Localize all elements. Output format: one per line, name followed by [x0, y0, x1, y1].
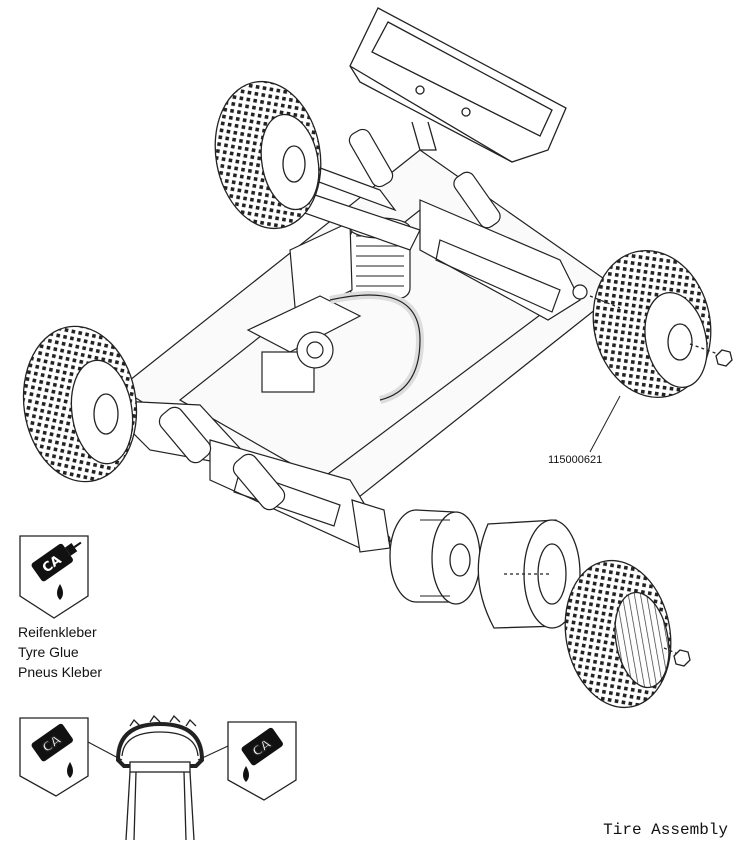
rear-right-wheel — [589, 249, 733, 453]
exploded-tire — [387, 509, 691, 709]
glue-label-de: Reifenkleber — [18, 624, 97, 640]
front-suspension — [98, 399, 391, 553]
tire-cross-section: CA CA — [19, 714, 297, 841]
wheel-nut — [715, 349, 733, 367]
ca-glue-bottle-icon: CA — [31, 541, 82, 582]
part-number-leader — [589, 395, 621, 453]
part-number-label: 115000621 — [548, 454, 603, 466]
glue-label-fr: Pneus Kleber — [18, 664, 103, 680]
glue-labels: Reifenkleber Tyre Glue Pneus Kleber — [18, 622, 102, 682]
wheel-nut-front — [673, 649, 691, 667]
glue-label-en: Tyre Glue — [18, 644, 79, 660]
front-left-wheel — [22, 325, 138, 483]
rear-wing — [349, 7, 567, 163]
ca-glue-symbol: CA — [19, 535, 89, 619]
page-title: Tire Assembly — [603, 821, 728, 839]
chassis — [118, 149, 622, 521]
rear-left-wheel — [214, 80, 322, 230]
